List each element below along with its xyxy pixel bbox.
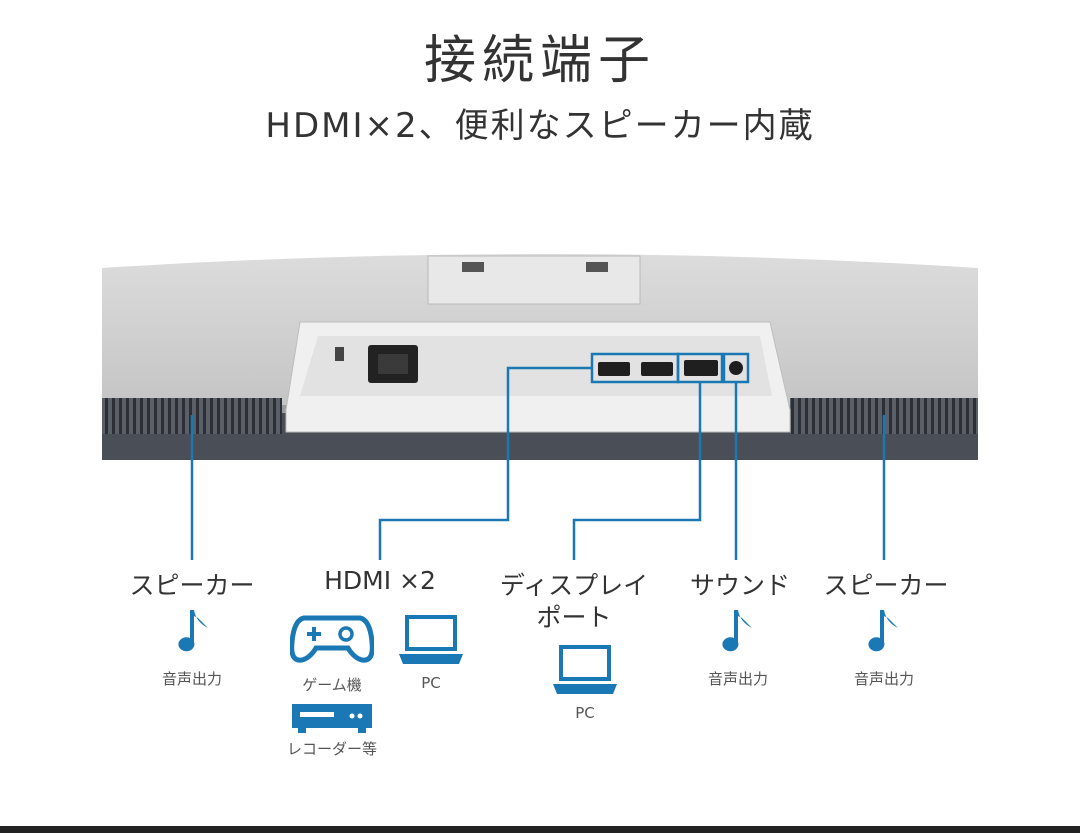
music-note-icon — [178, 610, 208, 652]
audio-jack — [729, 361, 743, 375]
displayport-leader — [572, 382, 702, 560]
laptop-icon — [553, 645, 617, 694]
stand-mount — [427, 255, 641, 305]
gamepad-icon — [290, 615, 374, 663]
music-note-icon — [868, 610, 898, 652]
displayport-port — [684, 360, 718, 376]
music-note-icon — [722, 610, 752, 652]
displayport-label-line2: ポート — [536, 603, 612, 632]
hdmi-leader — [378, 366, 592, 560]
recorder-sub: レコーダー等 — [286, 740, 377, 758]
displayport-label-line1: ディスプレイ — [499, 571, 649, 600]
speaker-left-sub: 音声出力 — [161, 670, 222, 688]
bottom-divider — [0, 826, 1080, 833]
laptop-icon — [399, 615, 463, 664]
speaker-right-sub: 音声出力 — [853, 670, 914, 688]
recorder-icon — [292, 704, 372, 733]
sound-label: サウンド — [689, 571, 790, 600]
hdmi-port-2 — [641, 362, 673, 376]
hdmi-pc-sub: PC — [421, 674, 441, 692]
displayport-pc-sub: PC — [575, 704, 595, 722]
page-title: 接続端子 — [423, 31, 656, 91]
hdmi-label: HDMI ×2 — [324, 566, 436, 595]
speaker-right-label: スピーカー — [823, 571, 949, 600]
sound-sub: 音声出力 — [707, 670, 768, 688]
gamepad-sub: ゲーム機 — [302, 676, 362, 694]
hdmi-port-1 — [598, 362, 630, 376]
speaker-left-label: スピーカー — [129, 571, 255, 600]
page-subtitle: HDMI×2、便利なスピーカー内蔵 — [265, 106, 815, 146]
